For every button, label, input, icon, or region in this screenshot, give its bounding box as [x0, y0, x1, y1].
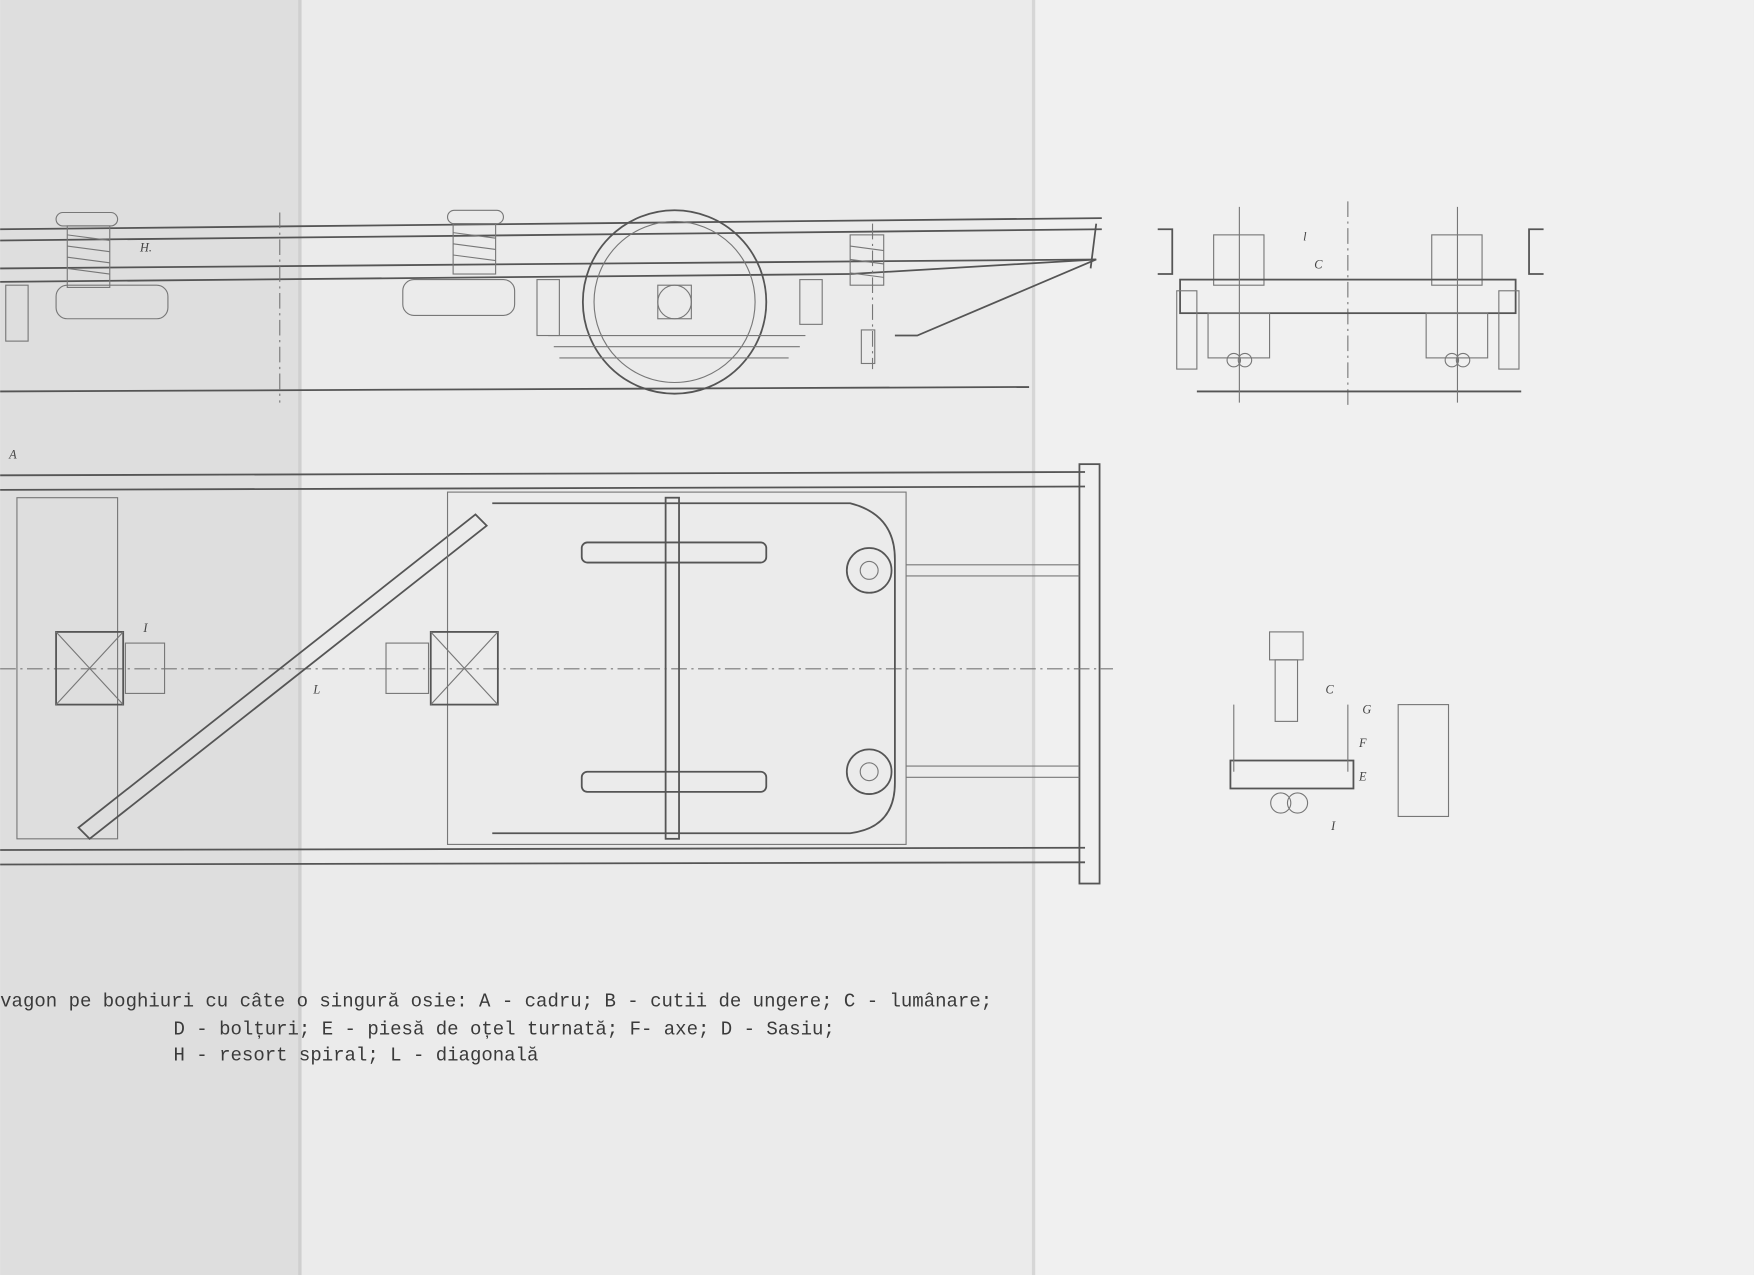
label-detail-g: G — [1362, 703, 1371, 717]
label-a: A — [8, 448, 17, 462]
label-c: C — [1314, 257, 1323, 271]
label-detail-i: I — [1330, 819, 1336, 833]
paper-right-panel — [1033, 0, 1754, 1275]
label-detail-f: F — [1358, 736, 1367, 750]
caption-line-3: H - resort spiral; L - diagonală — [174, 1044, 539, 1066]
label-i: I — [142, 621, 148, 635]
label-l: l — [1303, 229, 1307, 243]
side-view: H. — [0, 209, 1102, 403]
label-h: H. — [139, 241, 152, 255]
caption-line-1: vagon pe boghiuri cu câte o singură osie… — [0, 991, 992, 1013]
caption-line-2: D - bolțuri; E - piesă de oțel turnată; … — [174, 1019, 835, 1041]
diagonal-brace — [77, 513, 489, 841]
detail-view: C G F E I — [1229, 631, 1450, 833]
label-detail-c: C — [1325, 682, 1334, 696]
plan-view: A I L — [0, 448, 1113, 885]
label-detail-e: E — [1358, 770, 1367, 784]
paper-left-panel — [0, 0, 300, 1275]
end-view: l C — [1157, 201, 1544, 409]
paper-middle-panel — [299, 0, 1034, 1275]
label-l-diagonal: L — [312, 682, 320, 696]
figure-caption: vagon pe boghiuri cu câte o singură osie… — [0, 991, 992, 1067]
